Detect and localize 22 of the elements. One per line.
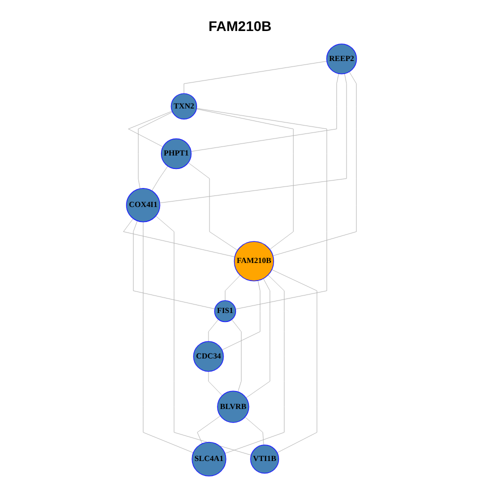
connector <box>190 73 339 152</box>
connector <box>123 218 236 258</box>
connector <box>188 162 238 251</box>
connector <box>246 278 270 398</box>
connector <box>196 108 294 250</box>
connector <box>224 274 284 454</box>
connector <box>142 222 194 453</box>
connector <box>152 166 168 192</box>
connector <box>222 280 260 350</box>
connector <box>272 72 357 256</box>
connector <box>138 112 173 189</box>
connector <box>196 108 328 310</box>
connector <box>184 60 328 94</box>
connector <box>208 319 219 342</box>
connector <box>231 319 242 392</box>
connector <box>208 371 223 396</box>
connector <box>224 275 240 301</box>
title: FAM210B <box>208 18 272 34</box>
connector <box>197 416 221 444</box>
connector <box>133 220 216 310</box>
connector <box>272 269 318 453</box>
connector <box>244 416 264 446</box>
